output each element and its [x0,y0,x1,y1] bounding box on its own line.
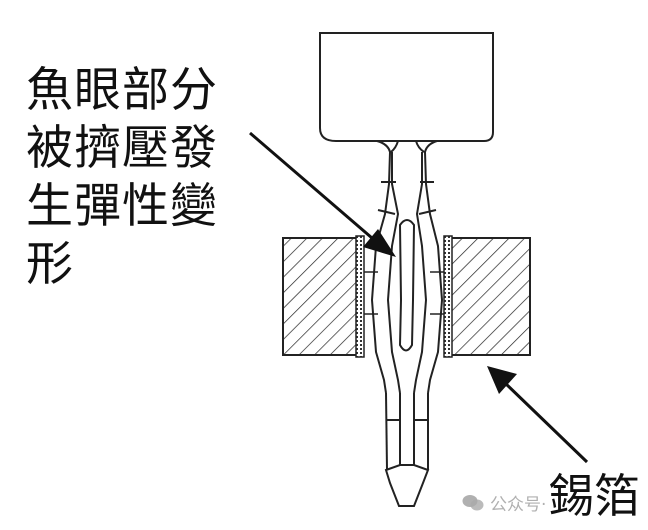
plating-right [443,235,453,358]
eye-deformation-arrow [249,131,396,257]
eye-label-line-4: 形 [26,237,74,292]
pcb-left-block [282,237,362,356]
watermark: 公众号· [462,490,546,515]
pin-head [319,32,494,142]
tin-foil-arrow [487,366,589,464]
neck-left-beam [370,140,401,394]
plating-left [355,235,365,358]
neck-right-beam [413,140,444,394]
pin-shank [385,392,429,471]
eye-slot [398,219,416,352]
watermark-text: 公众号· [490,495,547,515]
eye-label-line-2: 被擠壓發 [26,121,218,176]
eye-label-line-1: 魚眼部分 [26,63,218,118]
pin-tip [384,464,430,507]
wechat-icon [462,494,484,510]
tin-foil-label: 錫箔 [548,469,640,523]
pcb-right-block [450,237,531,356]
eye-of-needle-label: 魚眼部分 被擠壓發 生彈性變 形 [26,62,218,294]
eye-label-line-3: 生彈性變 [26,179,218,234]
